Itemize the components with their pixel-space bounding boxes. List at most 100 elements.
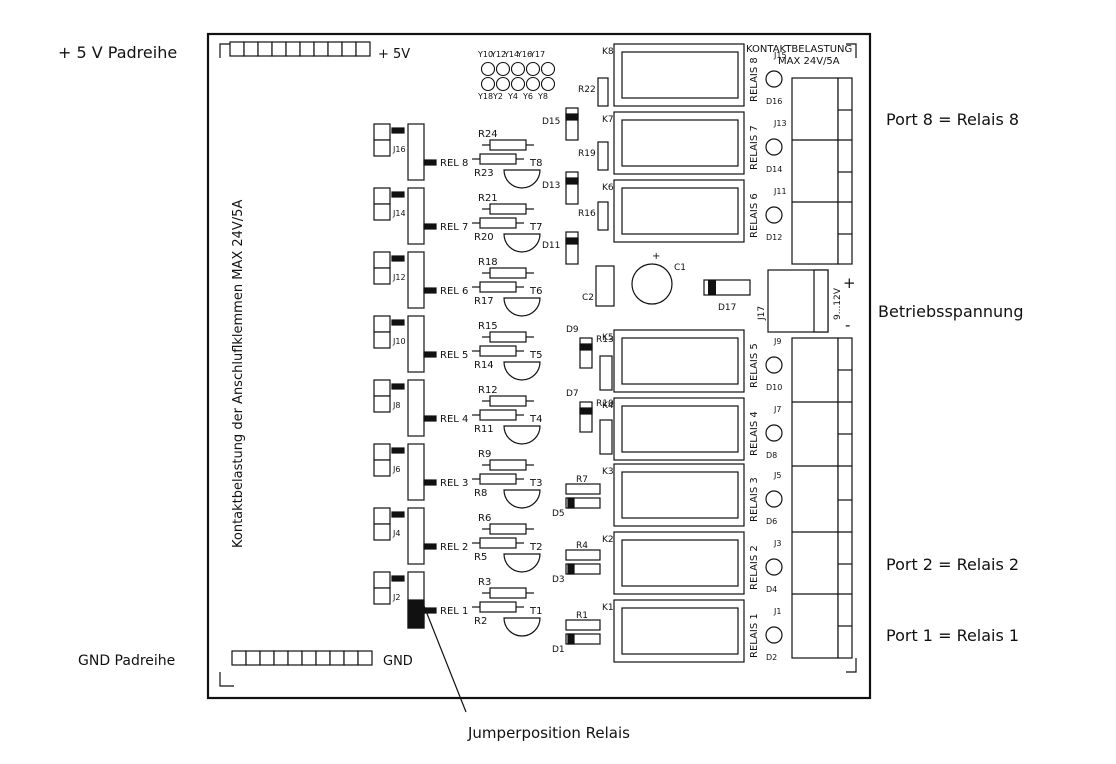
- diode-band: [579, 343, 593, 351]
- rel-link: [423, 415, 437, 422]
- rel-label: REL 3: [440, 478, 468, 489]
- relay-inner: [621, 337, 739, 385]
- pad-gnd: [287, 650, 303, 666]
- resistor: [599, 419, 613, 455]
- terminal-block-upper-side: [837, 77, 853, 265]
- relay-name-label: RELAIS 3: [749, 477, 760, 522]
- y-pad-bottom-label: Y2: [492, 92, 503, 101]
- pad-gnd: [259, 650, 275, 666]
- jumper-header: [407, 123, 425, 181]
- resistor: [565, 549, 601, 561]
- relay-led: [765, 558, 783, 576]
- rel-label: REL 8: [440, 158, 468, 169]
- resistor-label: R15: [478, 321, 498, 332]
- diode-label: D9: [566, 325, 579, 335]
- pad-gnd: [343, 650, 359, 666]
- rel-link: [423, 287, 437, 294]
- resistor: [479, 281, 517, 293]
- transistor: [503, 425, 541, 445]
- diode-label: D7: [566, 389, 579, 399]
- jumper-header: [407, 251, 425, 309]
- relay-led: [765, 356, 783, 374]
- diode: [579, 337, 593, 369]
- relay-name-label: RELAIS 2: [749, 545, 760, 590]
- relay-j-label: J9: [773, 337, 781, 346]
- relay-inner: [621, 607, 739, 655]
- jumper-block: [373, 267, 391, 285]
- pad-row-5v: [229, 41, 371, 57]
- jumper-label: J6: [392, 465, 400, 474]
- transistor: [503, 617, 541, 637]
- relay-name-label: RELAIS 1: [749, 613, 760, 658]
- resistor-label: R14: [474, 360, 494, 371]
- relay-led: [765, 626, 783, 644]
- diode-d17-label: D17: [718, 303, 736, 313]
- jumper-link: [391, 255, 405, 262]
- power-minus-sign: -: [845, 316, 850, 334]
- pad-gnd: [301, 650, 317, 666]
- pad-gnd: [315, 650, 331, 666]
- transistor: [503, 553, 541, 573]
- label-jumper-position: Jumperposition Relais: [467, 724, 630, 742]
- transistor-label: T6: [529, 286, 542, 297]
- corner-mark-br: [846, 658, 857, 673]
- pad-5v: [229, 41, 245, 57]
- jumper-link: [391, 383, 405, 390]
- pad-5v: [313, 41, 329, 57]
- label-5v-pad-row: + 5 V Padreihe: [58, 43, 177, 62]
- resistor: [489, 459, 527, 471]
- power-plus-sign: +: [843, 274, 856, 292]
- resistor-label: R10: [596, 399, 614, 409]
- diode-band: [579, 407, 593, 415]
- jumper-block: [373, 315, 391, 333]
- diode-band: [565, 177, 579, 185]
- resistor: [489, 267, 527, 279]
- jumper-label: J16: [392, 145, 406, 154]
- y-pad-top: [495, 61, 511, 77]
- resistor: [489, 331, 527, 343]
- transistor-label: T4: [529, 414, 542, 425]
- diode: [579, 401, 593, 433]
- resistor-label: R11: [474, 424, 494, 435]
- power-terminal-j17-label: J17: [757, 306, 767, 321]
- resistor-label: R18: [478, 257, 498, 268]
- relay-inner: [621, 51, 739, 99]
- transistor-label: T8: [529, 158, 542, 169]
- resistor-label: R5: [474, 552, 487, 563]
- resistor-label: R20: [474, 232, 494, 243]
- relay-j-label: J13: [773, 119, 787, 128]
- pad-5v: [341, 41, 357, 57]
- terminal-block-lower: [791, 337, 839, 659]
- power-terminal-j17-side: [813, 269, 829, 333]
- pad-gnd: [231, 650, 247, 666]
- pad-gnd: [329, 650, 345, 666]
- resistor-label: R7: [576, 475, 588, 485]
- jumper-block: [373, 251, 391, 269]
- jumper-block: [373, 395, 391, 413]
- label-gnd-pad-row: GND Padreihe: [78, 653, 175, 669]
- jumper-link: [391, 191, 405, 198]
- y-pad-top: [480, 61, 496, 77]
- jumper-header: [407, 315, 425, 373]
- relay-j-label: J7: [773, 405, 781, 414]
- relay-d-label: D16: [766, 97, 782, 106]
- y-pad-top-label: Y17: [529, 50, 545, 59]
- label-port1: Port 1 = Relais 1: [886, 626, 1019, 645]
- y-pad-top-label: Y10: [477, 50, 493, 59]
- relay-j-label: J15: [773, 51, 787, 60]
- jumper-set-indicator: [407, 599, 425, 629]
- resistor-label: R21: [478, 193, 498, 204]
- jumper-block: [373, 587, 391, 605]
- pad-5v: [271, 41, 287, 57]
- jumper-block: [373, 139, 391, 157]
- label-power: Betriebsspannung: [878, 302, 1023, 321]
- rel-link: [423, 351, 437, 358]
- pad-5v: [327, 41, 343, 57]
- resistor-label: R13: [596, 335, 614, 345]
- jumper-label: J8: [392, 401, 400, 410]
- rel-link: [423, 159, 437, 166]
- y-pad-bottom: [480, 76, 496, 92]
- relay-k-label: K7: [602, 115, 614, 125]
- resistor-label: R24: [478, 129, 498, 140]
